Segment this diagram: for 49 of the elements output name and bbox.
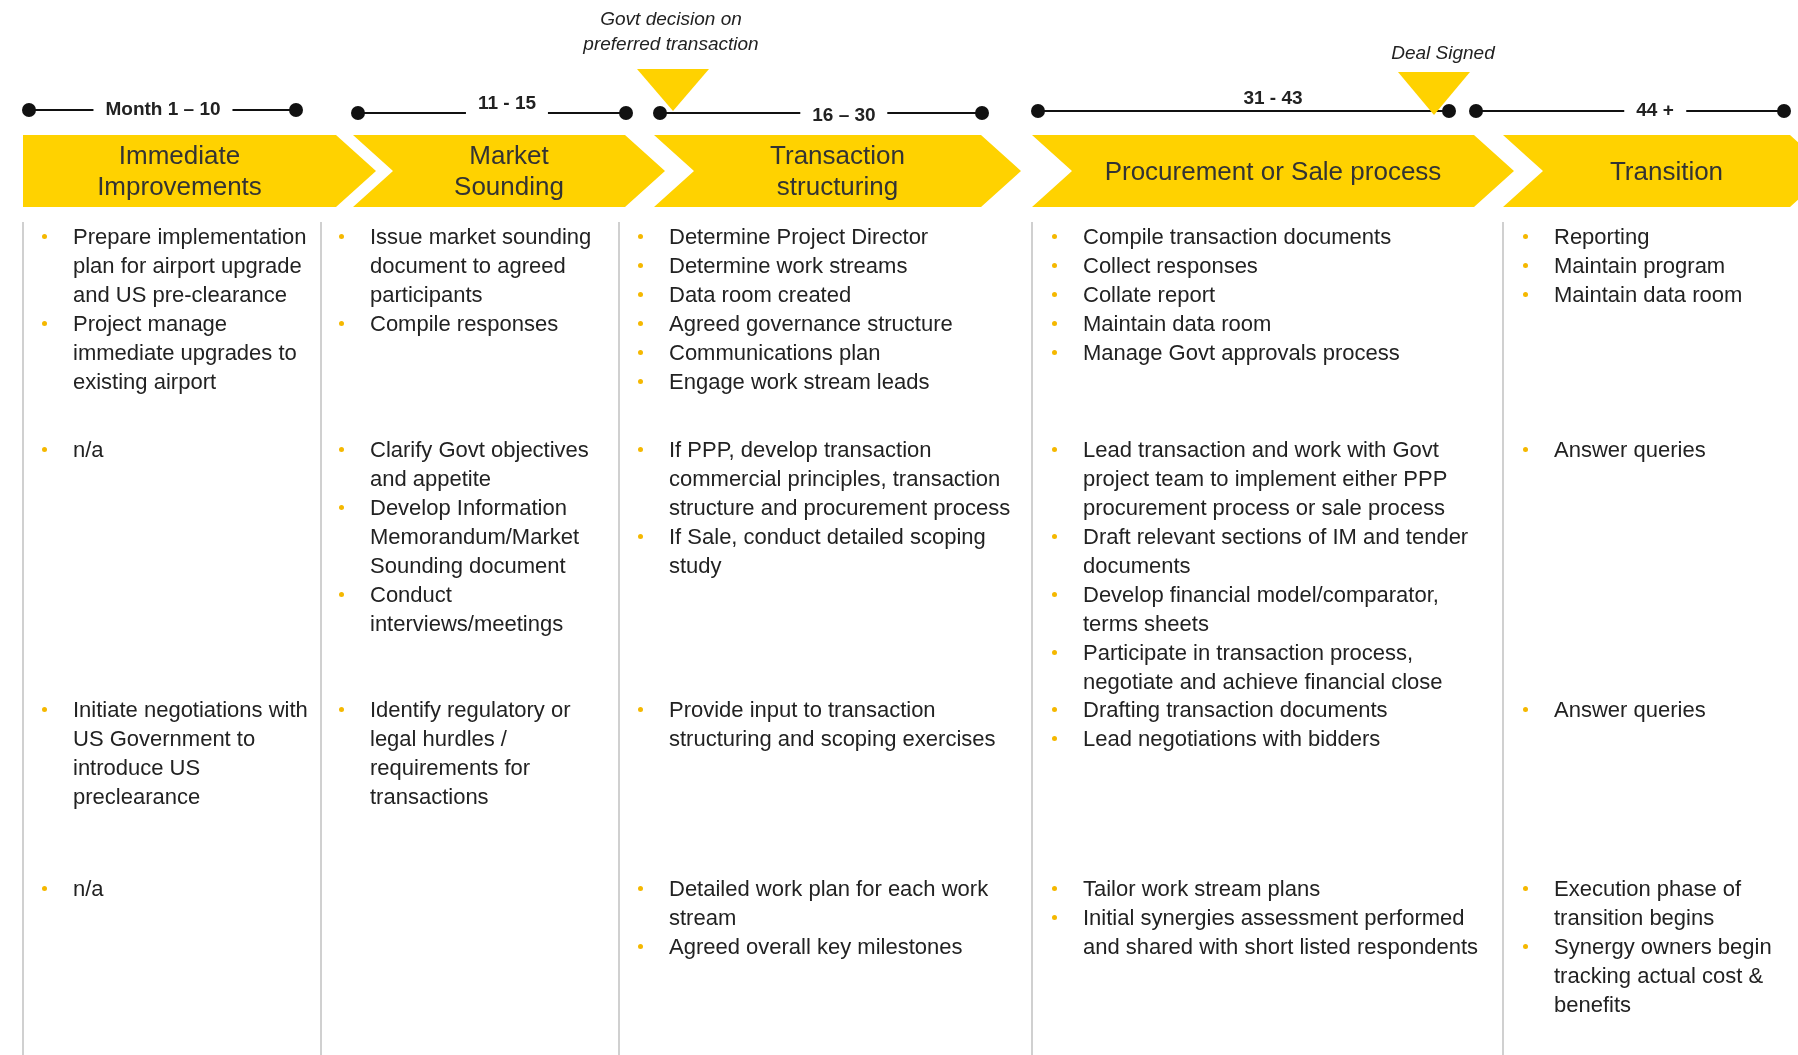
list-item-text: Agreed governance structure [669, 310, 954, 338]
list-item-text: Clarify Govt objectives and appetite [370, 436, 590, 493]
list-item-text: Initial synergies assessment performed and shared with short listed respondents [1083, 904, 1479, 961]
list-item-text: n/a [73, 436, 105, 464]
list-item-text: Tailor work stream plans [1083, 875, 1322, 903]
list-item-text: Initiate negotiations with US Government to introduce US preclearance [73, 696, 309, 811]
list-item-text: Prepare implementation plan for airport upgrade and US pre-clearance [73, 223, 308, 309]
list-item-text: Maintain data room [1554, 281, 1744, 309]
milestone-label: Govt decision on preferred transaction [582, 7, 760, 56]
list-item-text: Determine Project Director [669, 223, 930, 251]
list-item-text: Maintain data room [1083, 310, 1273, 338]
list-item-text: Data room created [669, 281, 853, 309]
list-item-text: Develop financial model/comparator, terms sheets [1083, 581, 1440, 638]
list-item-text: Engage work stream leads [669, 368, 931, 396]
list-item-text: Conduct interviews/meetings [370, 581, 565, 638]
list-item-text: n/a [73, 875, 105, 903]
list-item-text: If Sale, conduct detailed scoping study [669, 523, 987, 580]
list-item-text: Collate report [1083, 281, 1217, 309]
list-item-text: Project manage immediate upgrades to existing airport [73, 310, 298, 396]
list-item-text: Identify regulatory or legal hurdles / requirements for transactions [370, 696, 572, 811]
list-item-text: Answer queries [1554, 696, 1707, 724]
list-item-text: Answer queries [1554, 436, 1707, 464]
phase-title: Transition [1608, 155, 1725, 187]
list-item-text: Compile responses [370, 310, 560, 338]
phase-title: Procurement or Sale process [1103, 155, 1443, 187]
phase-title: Market Sounding [453, 140, 565, 202]
list-item-text: Determine work streams [669, 252, 909, 280]
list-item-text: Maintain program [1554, 252, 1727, 280]
list-item-text: Compile transaction documents [1083, 223, 1393, 251]
milestone-label: Deal Signed [1390, 41, 1497, 65]
list-item-text: Execution phase of transition begins [1554, 875, 1743, 932]
list-item-text: Detailed work plan for each work stream [669, 875, 990, 932]
list-item-text: Provide input to transaction structuring and scoping exercises [669, 696, 997, 753]
phase-title: Transaction structuring [769, 140, 906, 202]
list-item-text: Lead negotiations with bidders [1083, 725, 1382, 753]
list-item-text: Develop Information Memorandum/Market Sounding document [370, 494, 581, 580]
list-item-text: Collect responses [1083, 252, 1259, 280]
list-item-text: Issue market sounding document to agreed participants [370, 223, 593, 309]
list-item-text: If PPP, develop transaction commercial principles, transaction structure and procurement process [669, 436, 1012, 522]
list-item-text: Agreed overall key milestones [669, 933, 964, 961]
list-item-text: Reporting [1554, 223, 1651, 251]
list-item-text: Manage Govt approvals process [1083, 339, 1401, 367]
list-item-text: Lead transaction and work with Govt project team to implement either PPP procurement process or sale process [1083, 436, 1448, 522]
list-item-text: Participate in transaction process, negotiate and achieve financial close [1083, 639, 1444, 696]
list-item-text: Draft relevant sections of IM and tender documents [1083, 523, 1470, 580]
list-item-text: Drafting transaction documents [1083, 696, 1389, 724]
list-item-text: Communications plan [669, 339, 882, 367]
list-item-text: Synergy owners begin tracking actual cost & benefits [1554, 933, 1773, 1019]
phase-title: Immediate Improvements [96, 140, 263, 202]
